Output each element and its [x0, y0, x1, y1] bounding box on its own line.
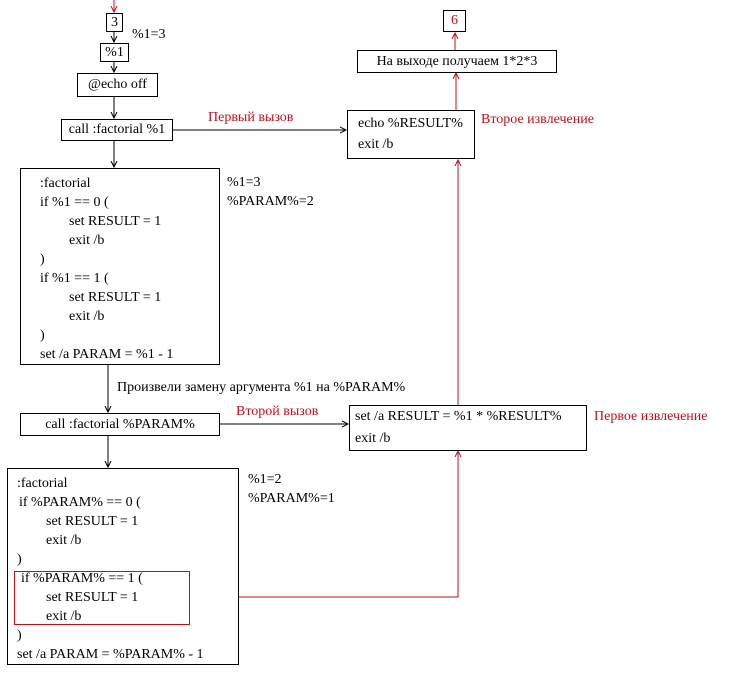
code-line: exit /b — [46, 609, 82, 624]
first-extraction-annotation: Первое извлечение — [594, 409, 708, 424]
second-call-annotation: Второй вызов — [236, 404, 319, 419]
code-line: if %1 == 0 ( — [40, 195, 109, 210]
echo-result-box: echo %RESULT% exit /b — [347, 110, 475, 159]
factorial2-note: %1=2 — [248, 472, 282, 487]
second-call-label: call :factorial %PARAM% — [45, 416, 195, 432]
code-line: exit /b — [69, 309, 105, 324]
second-call-box: call :factorial %PARAM% — [20, 413, 220, 436]
base-case-highlight — [14, 571, 190, 625]
code-line: :factorial — [17, 476, 68, 491]
substitution-note: Произвели замену аргумента %1 на %PARAM% — [117, 380, 406, 395]
arg-box: %1 — [100, 43, 129, 62]
echo-exit-line: exit /b — [358, 137, 394, 152]
output-value: 6 — [451, 13, 458, 28]
factorial-block-2: :factorial if %PARAM% == 0 ( set RESULT … — [7, 468, 239, 665]
first-call-annotation: Первый вызов — [208, 110, 294, 125]
factorial1-note: %PARAM%=2 — [227, 194, 314, 209]
second-extraction-annotation: Второе извлечение — [481, 112, 594, 127]
output-text: На выходе получаем 1*2*3 — [376, 53, 538, 69]
code-line: if %1 == 1 ( — [40, 271, 109, 286]
multiply-result-box: set /a RESULT = %1 * %RESULT% exit /b — [349, 405, 587, 451]
code-line: set /a PARAM = %1 - 1 — [40, 347, 174, 362]
echo-result-line: echo %RESULT% — [358, 116, 463, 131]
multiply-line: set /a RESULT = %1 * %RESULT% — [355, 409, 562, 424]
arg-note: %1=3 — [132, 27, 166, 42]
code-line: set RESULT = 1 — [46, 514, 139, 529]
output-value-box: 6 — [443, 10, 466, 32]
code-line: if %PARAM% == 1 ( — [21, 571, 143, 586]
return-arrow-1 — [189, 451, 458, 598]
code-line: set RESULT = 1 — [69, 214, 162, 229]
echo-off-label: @echo off — [88, 77, 147, 92]
code-line: ) — [17, 628, 22, 643]
first-call-box: call :factorial %1 — [61, 119, 173, 141]
factorial-block-1: :factorial if %1 == 0 ( set RESULT = 1 e… — [20, 168, 220, 365]
code-line: :factorial — [40, 176, 91, 191]
code-line: exit /b — [46, 533, 82, 548]
echo-off-box: @echo off — [77, 73, 158, 97]
input-value: 3 — [111, 14, 118, 30]
first-call-label: call :factorial %1 — [68, 122, 166, 137]
code-line: set RESULT = 1 — [46, 590, 139, 605]
factorial2-note: %PARAM%=1 — [248, 491, 335, 506]
code-line: if %PARAM% == 0 ( — [19, 495, 141, 510]
output-text-box: На выходе получаем 1*2*3 — [357, 50, 557, 73]
code-line: set /a PARAM = %PARAM% - 1 — [17, 647, 204, 662]
multiply-exit-line: exit /b — [355, 431, 391, 446]
code-line: ) — [40, 252, 45, 267]
code-line: set RESULT = 1 — [69, 290, 162, 305]
input-value-box: 3 — [106, 13, 123, 32]
factorial1-note: %1=3 — [227, 175, 261, 190]
code-line: exit /b — [69, 233, 105, 248]
arg-label: %1 — [105, 44, 124, 60]
code-line: ) — [17, 552, 22, 567]
code-line: ) — [40, 328, 45, 343]
